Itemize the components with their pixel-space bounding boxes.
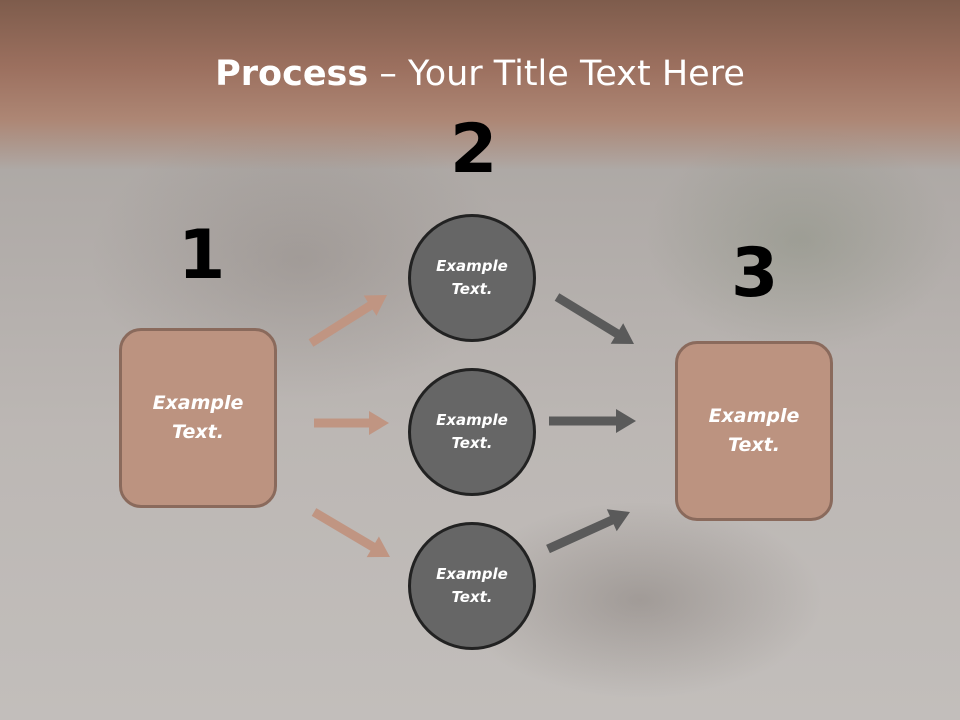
arrow-top-to-right: [554, 293, 634, 344]
step-2-circle-middle: Example Text.: [408, 368, 536, 496]
arrow-left-to-middle: [314, 411, 389, 435]
step-2-circle-bottom-text: Example Text.: [436, 565, 508, 606]
step-2-circle-top-text: Example Text.: [436, 257, 508, 298]
step-1-box: Example Text.: [119, 328, 277, 508]
step-1-number: 1: [178, 216, 226, 295]
slide-title: Process – Your Title Text Here: [0, 52, 960, 96]
step-3-box: Example Text.: [675, 341, 833, 521]
step-2-circle-middle-text: Example Text.: [436, 411, 508, 452]
title-bold: Process: [215, 54, 369, 94]
arrow-middle-to-right: [549, 409, 636, 433]
title-rest: – Your Title Text Here: [368, 54, 745, 94]
arrow-left-to-top: [308, 295, 387, 347]
step-3-number: 3: [731, 234, 779, 313]
step-3-text: Example Text.: [708, 405, 800, 456]
step-1-text: Example Text.: [152, 392, 244, 443]
title-band: [0, 0, 960, 170]
step-2-circle-top: Example Text.: [408, 214, 536, 342]
step-2-number: 2: [450, 110, 498, 189]
arrow-bottom-to-right: [546, 509, 630, 554]
arrow-left-to-bottom: [311, 508, 390, 558]
step-2-circle-bottom: Example Text.: [408, 522, 536, 650]
